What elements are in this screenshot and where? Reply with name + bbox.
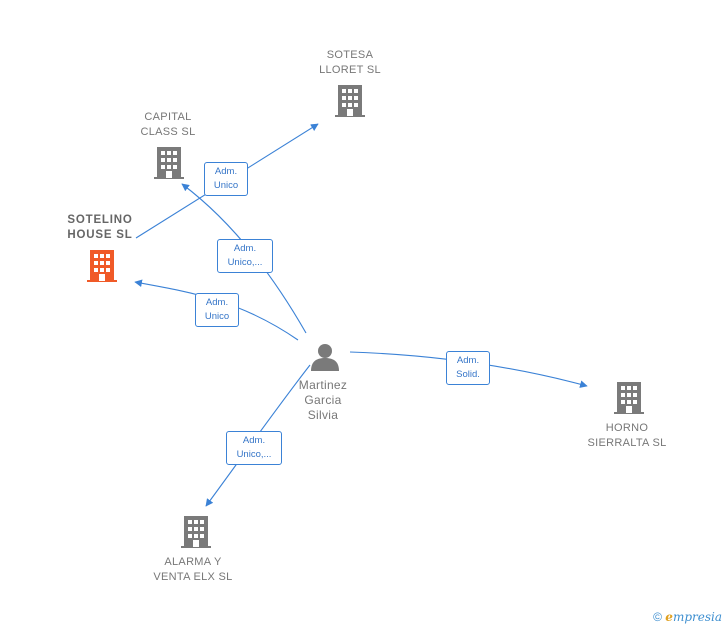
edge-label-line: Unico — [213, 180, 239, 191]
person-icon — [311, 344, 339, 371]
edge-label-line: Adm. — [233, 243, 257, 254]
node-name-line: SOTESA — [326, 49, 374, 61]
edge-label-line: Unico,... — [227, 257, 263, 268]
brand-name: mpresia — [672, 610, 722, 624]
node-name-line: SIERRALTA SL — [587, 437, 667, 449]
node-name-line: SOTELINO — [67, 214, 133, 226]
main-building-icon — [87, 250, 117, 282]
node-name-line: HORNO — [605, 422, 649, 434]
node-name-line: Garcia — [304, 393, 342, 407]
node-name-line: CLASS SL — [140, 126, 196, 138]
edge-label-line: Solid. — [456, 369, 480, 380]
brand-logo[interactable]: © empresia — [653, 610, 722, 624]
node-horno-label[interactable]: HORNO SIERRALTA SL — [577, 421, 677, 451]
edge-label-sotelino-sotesa[interactable]: Adm. Unico — [204, 162, 248, 196]
edge-label-line: Unico — [204, 311, 230, 322]
node-sotelino-label[interactable]: SOTELINO HOUSE SL — [50, 213, 150, 243]
edge-label-line: Unico,... — [236, 449, 272, 460]
node-name-line: CAPITAL — [144, 111, 192, 123]
building-icon — [335, 85, 365, 117]
edge-label-line: Adm. — [205, 297, 229, 308]
node-name-line: Martinez — [298, 378, 348, 392]
building-icon — [181, 516, 211, 548]
node-alarma-label[interactable]: ALARMA Y VENTA ELX SL — [143, 555, 243, 585]
edge-label-person-horno[interactable]: Adm. Solid. — [446, 351, 490, 385]
node-name-line: ALARMA Y — [164, 556, 222, 568]
node-capital-label[interactable]: CAPITAL CLASS SL — [118, 110, 218, 140]
building-icon — [154, 147, 184, 179]
edge-label-person-sotelino[interactable]: Adm. Unico — [195, 293, 239, 327]
edge-label-line: Adm. — [214, 166, 238, 177]
node-name-line: LLORET SL — [319, 64, 381, 76]
edge-label-line: Adm. — [456, 355, 480, 366]
edge-label-person-alarma[interactable]: Adm. Unico,... — [226, 431, 282, 465]
node-person-label[interactable]: Martinez Garcia Silvia — [273, 378, 373, 423]
copyright-icon: © — [653, 610, 662, 624]
brand-initial: e — [665, 610, 673, 624]
edge-label-person-capital[interactable]: Adm. Unico,... — [217, 239, 273, 273]
edge-label-line: Adm. — [242, 435, 266, 446]
node-name-line: VENTA ELX SL — [153, 571, 233, 583]
building-icon — [614, 382, 644, 414]
node-name-line: Silvia — [307, 408, 339, 422]
node-sotesa-label[interactable]: SOTESA LLORET SL — [300, 48, 400, 78]
node-name-line: HOUSE SL — [67, 229, 133, 241]
